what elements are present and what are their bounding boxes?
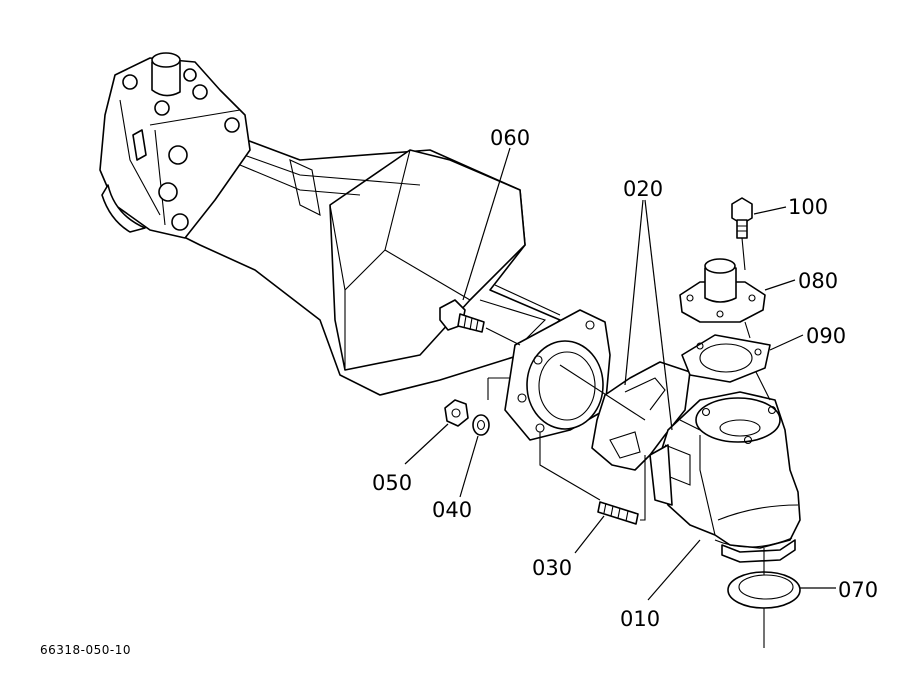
callout-labels: 060 020 100 080 090 050 040 030 010 070 bbox=[372, 126, 878, 631]
callout-100: 100 bbox=[788, 195, 828, 219]
callout-080: 080 bbox=[798, 269, 838, 293]
nut-050 bbox=[444, 399, 469, 427]
callout-040: 040 bbox=[432, 498, 472, 522]
washer-040 bbox=[472, 414, 490, 436]
callout-010: 010 bbox=[620, 607, 660, 631]
seal-ring-070 bbox=[727, 571, 801, 609]
callout-070: 070 bbox=[838, 578, 878, 602]
cover-080 bbox=[679, 258, 766, 323]
callout-090: 090 bbox=[806, 324, 846, 348]
gasket-020 bbox=[591, 361, 691, 471]
stud-030 bbox=[597, 501, 639, 525]
knuckle-case-010 bbox=[649, 391, 801, 563]
callout-060: 060 bbox=[490, 126, 530, 150]
left-gear-case bbox=[99, 52, 251, 239]
assembly-guide-lines bbox=[485, 237, 771, 648]
shim-090 bbox=[681, 334, 771, 383]
callout-020: 020 bbox=[623, 177, 663, 201]
housing-flange bbox=[504, 309, 611, 441]
bolt-100 bbox=[731, 197, 753, 239]
callout-030: 030 bbox=[532, 556, 572, 580]
leader-lines bbox=[404, 147, 836, 601]
bolt-060 bbox=[439, 299, 485, 333]
callout-050: 050 bbox=[372, 471, 412, 495]
drawing-code: 66318-050-10 bbox=[40, 643, 131, 657]
